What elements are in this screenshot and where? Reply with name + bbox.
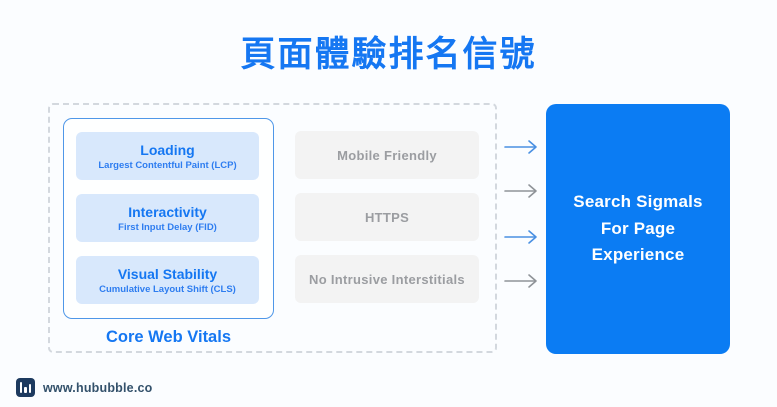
footer: www.hububble.co <box>16 378 152 397</box>
page-experience-signals-panel: Loading Largest Contentful Paint (LCP) I… <box>48 103 497 353</box>
search-signals-line: Experience <box>591 245 685 265</box>
vital-card-visual-stability: Visual Stability Cumulative Layout Shift… <box>76 256 259 304</box>
search-signals-line: Search Sigmals <box>573 192 703 212</box>
vital-title: Visual Stability <box>117 265 218 282</box>
signal-card-https: HTTPS <box>295 193 479 241</box>
search-signals-line: For Page <box>600 218 676 238</box>
vital-title: Loading <box>140 141 195 158</box>
logo-bar <box>24 387 27 393</box>
vital-card-interactivity: Interactivity First Input Delay (FID) <box>76 194 259 242</box>
logo-bar <box>28 384 32 393</box>
right-arrow-icon <box>504 140 537 154</box>
right-arrow-icon <box>504 230 537 244</box>
core-web-vitals-label: Core Web Vitals <box>105 328 231 346</box>
right-arrow-icon <box>504 184 537 198</box>
right-arrow-icon <box>504 274 537 288</box>
signal-card-no-intrusive-interstitials: No Intrusive Interstitials <box>295 255 479 303</box>
page-title: 頁面體驗排名信號 <box>240 35 537 74</box>
vital-subtitle: First Input Delay (FID) <box>118 221 217 233</box>
vital-subtitle: Cumulative Layout Shift (CLS) <box>99 283 236 295</box>
search-signals-box: Search Sigmals For Page Experience <box>546 104 730 354</box>
logo-bar <box>19 382 23 393</box>
signal-card-mobile-friendly: Mobile Friendly <box>295 131 479 179</box>
website-url: www.hububble.co <box>43 380 153 395</box>
vital-card-loading: Loading Largest Contentful Paint (LCP) <box>76 132 259 180</box>
vital-title: Interactivity <box>128 203 207 220</box>
hububble-logo-icon <box>16 378 35 397</box>
core-web-vitals-box: Loading Largest Contentful Paint (LCP) I… <box>63 118 274 319</box>
vital-subtitle: Largest Contentful Paint (LCP) <box>98 159 237 171</box>
